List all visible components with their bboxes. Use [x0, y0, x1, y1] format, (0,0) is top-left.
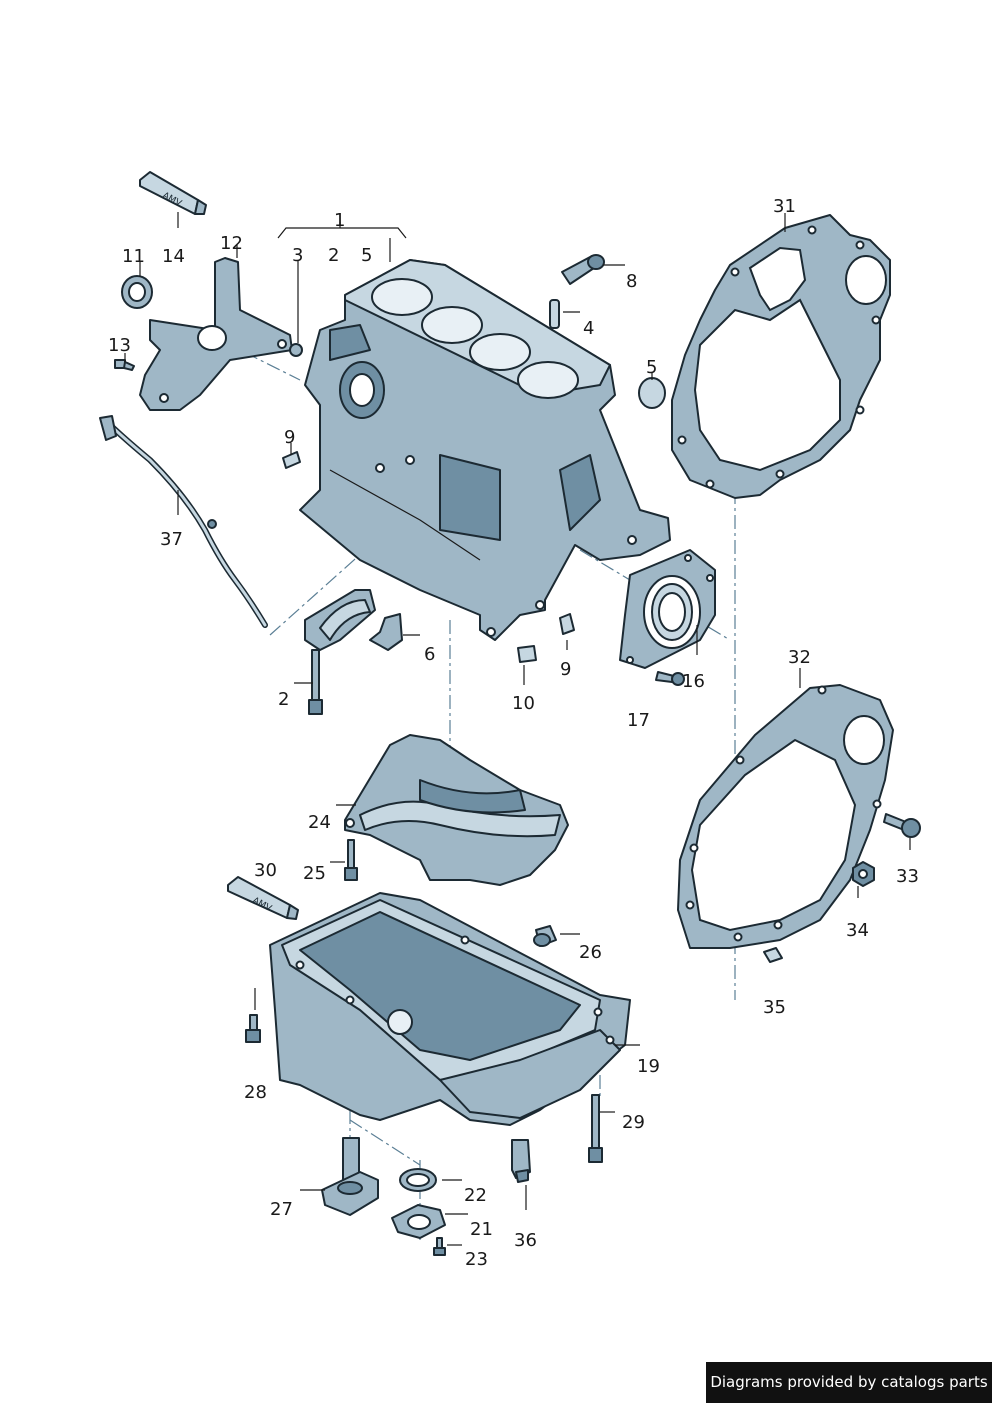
- callout-28: 28: [244, 1082, 267, 1103]
- callout-2: 2: [328, 245, 339, 266]
- callout-17: 17: [627, 710, 650, 731]
- callout-1: 1: [334, 210, 345, 231]
- bolt-29: [588, 1094, 603, 1163]
- callout-24: 24: [308, 812, 331, 833]
- sensor-8: [561, 254, 605, 285]
- sensor-36: [511, 1139, 531, 1183]
- callout-33: 33: [896, 866, 919, 887]
- callout-37: 37: [160, 529, 183, 550]
- callout-25: 25: [303, 863, 326, 884]
- callout-16: 16: [682, 671, 705, 692]
- plug-3: [289, 343, 303, 357]
- bushing-10: [517, 645, 537, 663]
- bolt-33: [883, 813, 921, 838]
- callout-9: 9: [560, 659, 571, 680]
- bolt-25: [344, 839, 358, 881]
- callout-11: 11: [122, 246, 145, 267]
- cylinder-block-1: [299, 259, 671, 641]
- flange-21: [391, 1204, 446, 1239]
- baffle-plate-24: [344, 734, 569, 886]
- bolt-13: [114, 359, 135, 371]
- sealant-tube-30: AMV: [227, 876, 299, 920]
- callout-5: 5: [646, 357, 657, 378]
- callout-19: 19: [637, 1056, 660, 1077]
- callout-8: 8: [626, 271, 637, 292]
- callout-26: 26: [579, 942, 602, 963]
- bolt-28: [245, 1014, 261, 1043]
- callout-23: 23: [465, 1249, 488, 1270]
- callout-labels: 1 3 2 5 11 14 12 13 8 4 5 9 37 6 9 10 2 …: [108, 196, 919, 1270]
- oil-jet-6: [369, 613, 403, 651]
- callout-34: 34: [846, 920, 869, 941]
- leader-lines: [124, 212, 911, 1246]
- dowel-9-upper: [282, 451, 301, 469]
- screw-23: [433, 1237, 446, 1256]
- callout-14: 14: [162, 246, 185, 267]
- callout-29: 29: [622, 1112, 645, 1133]
- bolt-2: [308, 649, 323, 715]
- callout-4: 4: [583, 318, 594, 339]
- callout-6: 6: [424, 644, 435, 665]
- callout-10: 10: [512, 693, 535, 714]
- bolt-17: [655, 671, 685, 686]
- sealant-tube-14: AMV: [139, 171, 207, 215]
- callout-22: 22: [464, 1185, 487, 1206]
- callout-36: 36: [514, 1230, 537, 1251]
- credit-banner: Diagrams provided by catalogs parts: [706, 1362, 992, 1403]
- bushing-35: [763, 947, 783, 963]
- callout-9: 9: [284, 427, 295, 448]
- rear-seal-flange-16: [619, 549, 716, 669]
- callout-32: 32: [788, 647, 811, 668]
- gasket-32: [677, 684, 894, 949]
- nut-34: [852, 861, 875, 887]
- callout-31: 31: [773, 196, 796, 217]
- callout-3: 3: [292, 245, 303, 266]
- seal-ring-22: [399, 1168, 437, 1192]
- callout-30: 30: [254, 860, 277, 881]
- callout-5: 5: [361, 245, 372, 266]
- callout-35: 35: [763, 997, 786, 1018]
- callout-12: 12: [220, 233, 243, 254]
- callout-21: 21: [470, 1219, 493, 1240]
- seal-ring-11: [121, 275, 153, 309]
- callout-13: 13: [108, 335, 131, 356]
- oil-pan-19: [269, 892, 631, 1126]
- dipstick-tube-37: [99, 415, 268, 628]
- dowel-4: [549, 299, 560, 329]
- callout-27: 27: [270, 1199, 293, 1220]
- front-cover-12: [139, 257, 293, 411]
- dowel-9-lower: [559, 613, 575, 635]
- gasket-31: [671, 214, 891, 499]
- drain-plug-26: [533, 925, 557, 947]
- bearing-cap-2: [304, 589, 376, 651]
- plug-cap-5: [638, 377, 666, 409]
- oil-sensor-27: [321, 1137, 379, 1216]
- callout-2: 2: [278, 689, 289, 710]
